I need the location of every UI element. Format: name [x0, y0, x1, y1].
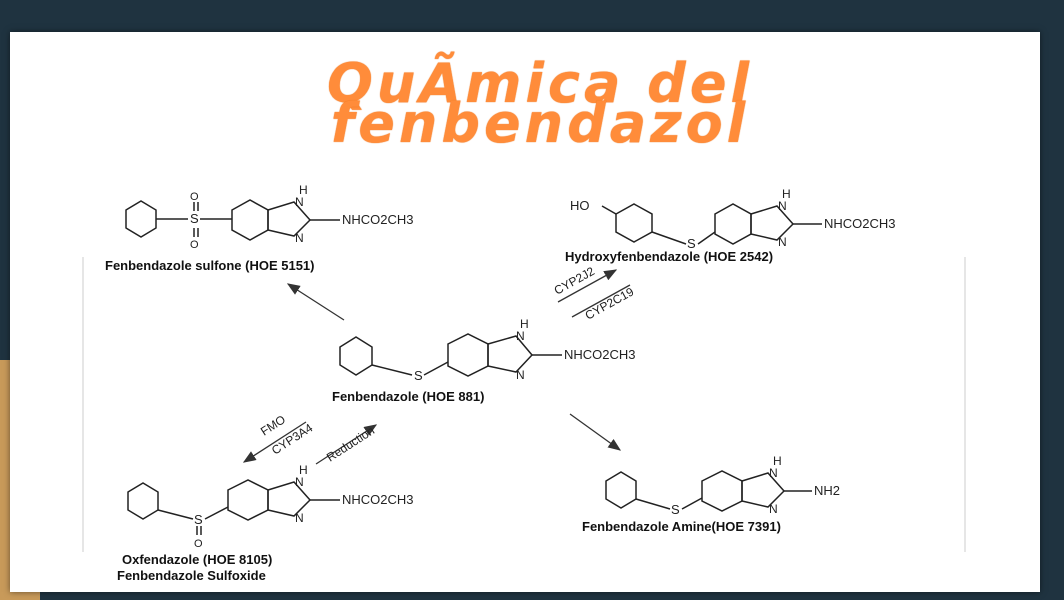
- imidazole-ring: [750, 205, 795, 241]
- slide-title: QuÃmica del fenbendazol: [240, 52, 840, 155]
- arrow-to-hydroxy-lower: [571, 284, 631, 318]
- oxfendazole-n1: N: [295, 475, 304, 489]
- hydroxy-nh: H: [782, 187, 791, 201]
- arrow-to-sulfone: [286, 283, 345, 321]
- hydroxy-ho: HO: [570, 198, 590, 213]
- hydroxy-n1: N: [778, 199, 787, 213]
- sulfone-substituent: NHCO2CH3: [342, 212, 414, 227]
- sulfone-o-bottom: O: [190, 239, 199, 251]
- fenbendazole-substituent: NHCO2CH3: [564, 347, 636, 362]
- phenyl-ring: [605, 471, 637, 509]
- compound-oxfendazole: [127, 479, 340, 535]
- sulfone-n1: N: [295, 195, 304, 209]
- imidazole-ring: [267, 481, 312, 517]
- phenyl-ring: [339, 336, 373, 376]
- sulfone-s-atom: S: [190, 211, 199, 226]
- arrow-reduction: [315, 424, 378, 465]
- amine-substituent: NH2: [814, 483, 840, 498]
- sulfone-o-top: O: [190, 191, 199, 203]
- compound-sulfone: [125, 199, 340, 241]
- oxfendazole-nh: H: [299, 463, 308, 477]
- enzyme-fmo: FMO: [258, 412, 288, 438]
- amine-nh: H: [773, 454, 782, 468]
- fenbendazole-s-atom: S: [414, 368, 423, 383]
- arrow-to-hydroxy: [557, 269, 618, 303]
- benzo-ring: [714, 203, 752, 245]
- amine-label: Fenbendazole Amine(HOE 7391): [582, 519, 781, 534]
- sulfone-n2: N: [295, 231, 304, 245]
- benzo-ring: [227, 479, 269, 521]
- enzyme-cyp2c19: CYP2C19: [583, 284, 637, 322]
- benzo-ring: [231, 199, 269, 241]
- oxfendazole-substituent: NHCO2CH3: [342, 492, 414, 507]
- amine-n2: N: [769, 502, 778, 516]
- hydroxy-substituent: NHCO2CH3: [824, 216, 896, 231]
- amine-s-atom: S: [671, 502, 680, 517]
- hydroxy-n2: N: [778, 235, 787, 249]
- slide: QuÃmica del fenbendazol S O O H: [10, 32, 1040, 592]
- benzo-ring: [447, 333, 489, 377]
- benzo-ring: [701, 470, 743, 512]
- enzyme-reduction: Reduction: [324, 423, 377, 464]
- imidazole-ring: [267, 201, 312, 237]
- arrow-to-amine: [569, 413, 622, 451]
- title-box: QuÃmica del fenbendazol: [10, 46, 1040, 166]
- phenyl-ring: [127, 482, 159, 520]
- compound-fenbendazole: [339, 333, 562, 377]
- oxfendazole-s-atom: S: [194, 512, 203, 527]
- compound-amine: [605, 470, 812, 512]
- sulfone-label: Fenbendazole sulfone (HOE 5151): [105, 258, 315, 273]
- imidazole-ring: [487, 335, 534, 373]
- imidazole-ring: [741, 472, 786, 508]
- hydroxy-label: Hydroxyfenbendazole (HOE 2542): [565, 249, 773, 264]
- fenbendazole-nh: H: [520, 317, 529, 331]
- oxfendazole-label: Oxfendazole (HOE 8105): [122, 552, 272, 567]
- fenbendazole-n2: N: [516, 368, 525, 382]
- slide-title-line1: QuÃmica del: [327, 52, 753, 115]
- sulfone-nh: H: [299, 183, 308, 197]
- hydroxy-s-atom: S: [687, 236, 696, 251]
- oxfendazole-label2: Fenbendazole Sulfoxide: [117, 568, 266, 583]
- oxfendazole-o: O: [194, 538, 203, 550]
- oxfendazole-n2: N: [295, 511, 304, 525]
- metabolism-diagram: S O O H N N NHCO2CH3 Fenbendazole sulfon…: [82, 183, 966, 583]
- slide-title-line2: fenbendazol: [330, 92, 750, 155]
- phenyl-ring: [125, 200, 157, 238]
- compound-hydroxy: [601, 203, 822, 245]
- phenol-ring: [615, 203, 653, 243]
- arrow-to-oxfendazole: [242, 421, 307, 463]
- amine-n1: N: [769, 466, 778, 480]
- fenbendazole-n1: N: [516, 329, 525, 343]
- fenbendazole-label: Fenbendazole (HOE 881): [332, 389, 484, 404]
